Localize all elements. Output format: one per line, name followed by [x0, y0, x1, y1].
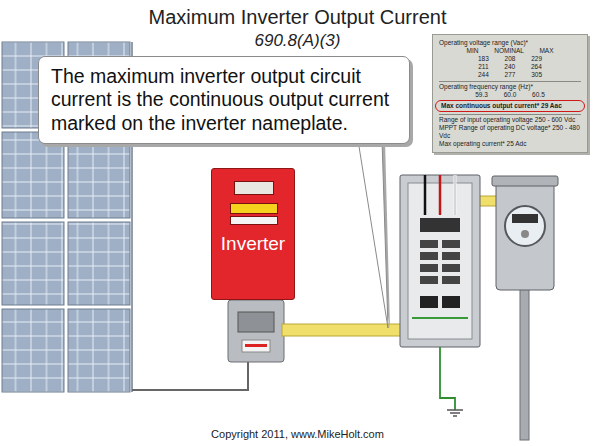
drawing-part — [2, 132, 64, 218]
nameplate-text: 59.3 60.0 60.5 — [439, 91, 581, 99]
utility-meter — [492, 176, 558, 440]
inverter-label: Inverter — [221, 233, 285, 255]
drawing-part — [450, 412, 460, 414]
nameplate-text: Max continuous output current* 29 Aac — [435, 100, 585, 112]
diagram-title: Maximum Inverter Output Current — [0, 6, 595, 29]
ac-disconnect — [228, 300, 284, 362]
drawing-part — [238, 312, 274, 332]
drawing-part — [68, 309, 130, 392]
nameplate-text: Operating voltage range (Vac)* — [439, 39, 581, 47]
drawing-part — [492, 176, 558, 186]
drawing-part — [505, 206, 545, 246]
nameplate-text: Operating frequency range (Hz)* — [439, 81, 581, 91]
drawing-part — [420, 296, 438, 308]
drawing-part — [420, 218, 460, 232]
drawing-part — [453, 415, 457, 417]
drawing-part — [68, 222, 130, 305]
drawing-part — [132, 362, 248, 390]
drawing-part — [2, 222, 64, 305]
drawing-part — [442, 296, 460, 308]
drawing-part — [400, 175, 480, 347]
drawing-part — [420, 252, 438, 260]
drawing-part — [420, 240, 438, 248]
drawing-part — [442, 264, 460, 272]
drawing-part — [442, 240, 460, 248]
drawing-part — [2, 309, 64, 392]
nameplate-text: MPPT Range of operating DC voltage* 250 … — [439, 124, 581, 140]
warning-sticker — [230, 203, 278, 214]
drawing-part — [439, 175, 442, 215]
nameplate-text: 244 277 305 — [439, 71, 581, 79]
drawing-part — [442, 252, 460, 260]
nameplate-text: MIN NOMINAL MAX — [439, 47, 581, 55]
drawing-part — [447, 409, 463, 411]
nameplate-photo: Operating voltage range (Vac)*MIN NOMINA… — [432, 34, 588, 153]
drawing-part — [282, 324, 402, 336]
copyright-note: Copyright 2011, www.MikeHolt.com — [0, 428, 595, 440]
callout-bubble: The maximum inverter output circuit curr… — [38, 56, 410, 144]
drawing-part — [521, 230, 529, 238]
drawing-part — [420, 276, 438, 284]
drawing-part — [420, 264, 438, 272]
callout-pointer — [358, 140, 388, 328]
drawing-part — [242, 340, 270, 352]
drawing-part — [455, 175, 456, 215]
rating-sticker — [230, 216, 278, 225]
nameplate-text: Range of input operating voltage 250 - 6… — [439, 114, 581, 124]
drawing-part — [512, 214, 538, 223]
inverter-box: Inverter — [211, 168, 295, 300]
drawing-part — [478, 196, 498, 206]
nameplate-text: Max operating current* 25 Adc — [439, 140, 581, 148]
nameplate-text: 211 240 264 — [439, 63, 581, 71]
grounding — [440, 347, 463, 416]
drawing-part — [228, 300, 284, 362]
drawing-part — [442, 276, 460, 284]
drawing-part — [520, 288, 529, 440]
drawing-part — [440, 347, 455, 410]
drawing-part — [68, 132, 130, 218]
dc-wiring — [132, 362, 248, 390]
drawing-part — [412, 317, 468, 319]
inverter-display — [234, 181, 274, 195]
panelboard — [400, 175, 480, 347]
drawing-part — [454, 175, 457, 215]
nameplate-text: 183 208 229 — [439, 55, 581, 63]
callout-text: The maximum inverter output circuit curr… — [51, 65, 397, 135]
drawing-part — [496, 182, 554, 290]
drawing-part — [424, 175, 427, 215]
drawing-part — [245, 344, 267, 347]
